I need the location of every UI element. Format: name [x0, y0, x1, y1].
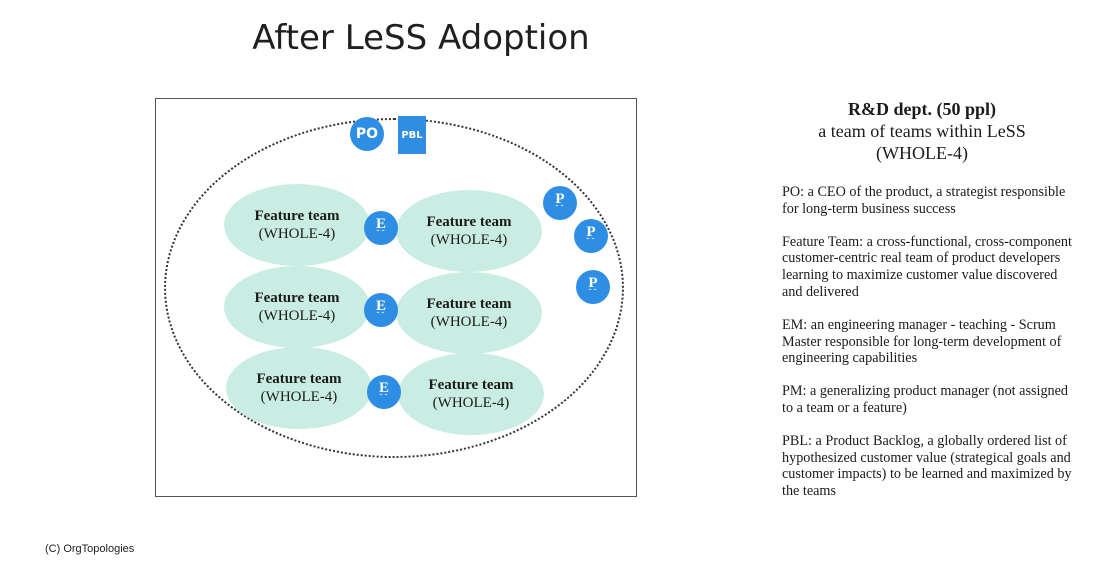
department-scope: (WHOLE-4): [876, 143, 968, 163]
legend-panel: R&D dept. (50 ppl) a team of teams withi…: [782, 98, 1072, 516]
definition-po: PO: a CEO of the product, a strategist r…: [782, 184, 1066, 217]
copyright-notice: (C) OrgTopologies: [45, 543, 135, 555]
feature-team: Feature team (WHOLE-4): [226, 347, 372, 429]
definition-pbl: PBL: a Product Backlog, a globally order…: [782, 432, 1072, 500]
definition-feature-team: Feature Team: a cross-functional, cross-…: [782, 233, 1072, 300]
po-badge: PO: [350, 117, 384, 151]
team-scope: (WHOLE-4): [258, 226, 336, 242]
em-letter: E: [375, 215, 386, 232]
feature-team: Feature team (WHOLE-4): [398, 353, 544, 435]
em-person-icon: E ˘˘: [367, 375, 401, 409]
team-name: Feature team: [426, 296, 512, 312]
em-letter: E: [378, 379, 389, 396]
em-person-icon: E ˘˘: [364, 211, 398, 245]
team-name: Feature team: [428, 377, 514, 393]
team-scope: (WHOLE-4): [430, 232, 508, 248]
pm-letter: P: [586, 223, 596, 240]
em-letter: E: [375, 297, 386, 314]
team-scope: (WHOLE-4): [258, 308, 336, 324]
definition-em: EM: an engineering manager - teaching - …: [782, 316, 1062, 367]
team-name: Feature team: [256, 371, 342, 387]
pm-person-icon: P ˘˘: [543, 186, 577, 220]
feature-team: Feature team (WHOLE-4): [396, 272, 542, 354]
pm-letter: P: [555, 190, 565, 207]
team-scope: (WHOLE-4): [260, 389, 338, 405]
team-scope: (WHOLE-4): [430, 314, 508, 330]
person-feet: ˘˘: [376, 228, 386, 238]
department-name: R&D dept. (50 ppl): [847, 99, 996, 119]
department-description: a team of teams within LeSS: [818, 121, 1026, 141]
person-feet: ˘˘: [376, 310, 386, 320]
team-name: Feature team: [426, 214, 512, 230]
pm-person-icon: P ˘˘: [574, 219, 608, 253]
pm-person-icon: P ˘˘: [576, 270, 610, 304]
pm-letter: P: [588, 274, 598, 291]
page-title: After LeSS Adoption: [252, 18, 590, 58]
feature-team: Feature team (WHOLE-4): [224, 266, 370, 348]
department-boundary: [164, 118, 624, 458]
pbl-badge: PBL: [398, 116, 426, 154]
person-feet: ˘˘: [379, 392, 389, 402]
team-scope: (WHOLE-4): [432, 395, 510, 411]
person-feet: ˘˘: [555, 203, 565, 213]
em-person-icon: E ˘˘: [364, 293, 398, 327]
person-feet: ˘˘: [586, 236, 596, 246]
department-heading: R&D dept. (50 ppl) a team of teams withi…: [777, 98, 1067, 164]
feature-team: Feature team (WHOLE-4): [396, 190, 542, 272]
definitions-list: PO: a CEO of the product, a strategist r…: [782, 184, 1072, 500]
feature-team: Feature team (WHOLE-4): [224, 184, 370, 266]
team-name: Feature team: [254, 290, 340, 306]
definition-pm: PM: a generalizing product manager (not …: [782, 383, 1069, 416]
diagram-frame: [155, 98, 637, 497]
team-name: Feature team: [254, 208, 340, 224]
person-feet: ˘˘: [588, 287, 598, 297]
